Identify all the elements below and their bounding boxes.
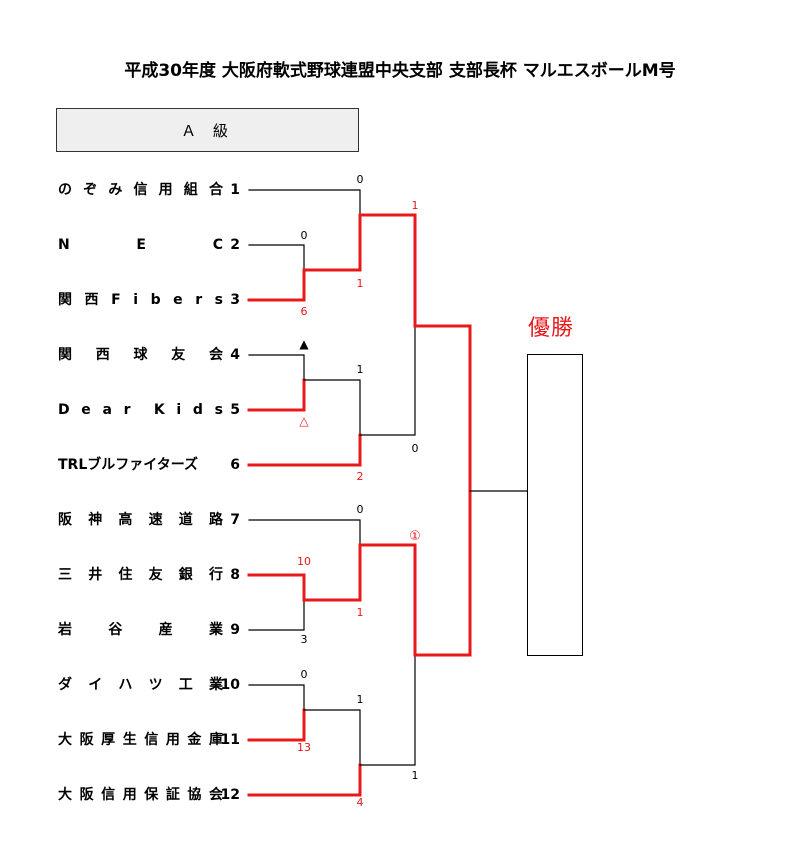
team-number: 10: [220, 677, 240, 693]
score: 0: [301, 229, 308, 242]
score: △: [299, 414, 309, 428]
bracket-line-win: [247, 708, 306, 742]
score: 2: [357, 470, 364, 483]
bracket-line-win: [358, 543, 417, 657]
team-name: 大阪信用保証協会: [58, 787, 223, 803]
bracket-line: [359, 325, 416, 436]
bracket-line-win: [302, 543, 362, 602]
team-row: 三井住友銀行 8: [58, 565, 240, 585]
bracket-line: [303, 709, 361, 766]
team-number: 1: [230, 182, 240, 198]
score: 1: [357, 693, 364, 706]
team-number: 4: [230, 347, 240, 363]
team-row: 阪神高速道路 7: [58, 510, 240, 530]
team-number: 5: [230, 402, 240, 418]
score: 0: [301, 668, 308, 681]
bracket-line: [248, 599, 305, 631]
score: 0: [357, 503, 364, 516]
bracket-line: [248, 189, 361, 216]
score: ▲: [299, 337, 309, 351]
page-title: 平成30年度 大阪府軟式野球連盟中央支部 支部長杯 マルエスボールM号: [124, 61, 676, 81]
score: 0: [412, 442, 419, 455]
class-header: Ａ 級: [56, 108, 359, 152]
bracket-line-win: [247, 763, 362, 797]
team-number: 2: [230, 237, 240, 253]
bracket-line: [248, 684, 305, 711]
bracket-line: [248, 354, 305, 381]
bracket-line-win: [302, 213, 362, 272]
team-number: 8: [230, 567, 240, 583]
score: 13: [297, 741, 311, 754]
team-name: 三井住友銀行: [58, 567, 223, 583]
bracket-line: [359, 654, 416, 766]
team-number: 12: [220, 787, 240, 803]
team-row: TRLブルファイターズ 6: [58, 455, 240, 475]
bracket-line-win: [247, 268, 306, 302]
score: 4: [357, 796, 364, 809]
score: 0: [357, 173, 364, 186]
bracket-line-win: [247, 573, 306, 602]
score: 1: [412, 769, 419, 782]
bracket-line-win: [247, 378, 306, 412]
score: 1: [357, 277, 364, 290]
team-name: のぞみ信用組合: [58, 182, 223, 198]
class-label: Ａ 級: [181, 121, 234, 140]
team-number: 9: [230, 622, 240, 638]
team-name: 阪神高速道路: [58, 512, 223, 528]
team-row: のぞみ信用組合 1: [58, 180, 240, 200]
score: 6: [301, 305, 308, 318]
team-row: 関西球友会 4: [58, 345, 240, 365]
team-name: 岩谷産業: [58, 622, 223, 638]
team-name: 大阪厚生信用金庫: [58, 732, 223, 748]
bracket-line: [303, 379, 361, 436]
bracket-line: [248, 519, 361, 546]
winner-label: 優勝: [528, 316, 575, 341]
team-number: 6: [230, 457, 240, 473]
bracket-line-win: [247, 433, 362, 467]
team-row: 岩谷産業 9: [58, 620, 240, 640]
team-number: 11: [220, 732, 240, 748]
bracket-line-win: [413, 489, 472, 657]
score: ①: [409, 529, 421, 544]
team-name: ダイハツ工業: [58, 677, 223, 693]
champion-box: [527, 354, 583, 656]
team-number: 3: [230, 292, 240, 308]
team-name: 関西球友会: [58, 347, 223, 363]
score: 1: [357, 363, 364, 376]
team-name: TRLブルファイターズ: [58, 457, 198, 473]
bracket-line-win: [358, 213, 417, 328]
score: 3: [301, 633, 308, 646]
bracket-line-win: [413, 324, 472, 493]
score: 10: [297, 555, 311, 568]
team-number: 7: [230, 512, 240, 528]
score: 1: [357, 606, 364, 619]
bracket-line: [248, 244, 305, 271]
score: 1: [412, 199, 419, 212]
